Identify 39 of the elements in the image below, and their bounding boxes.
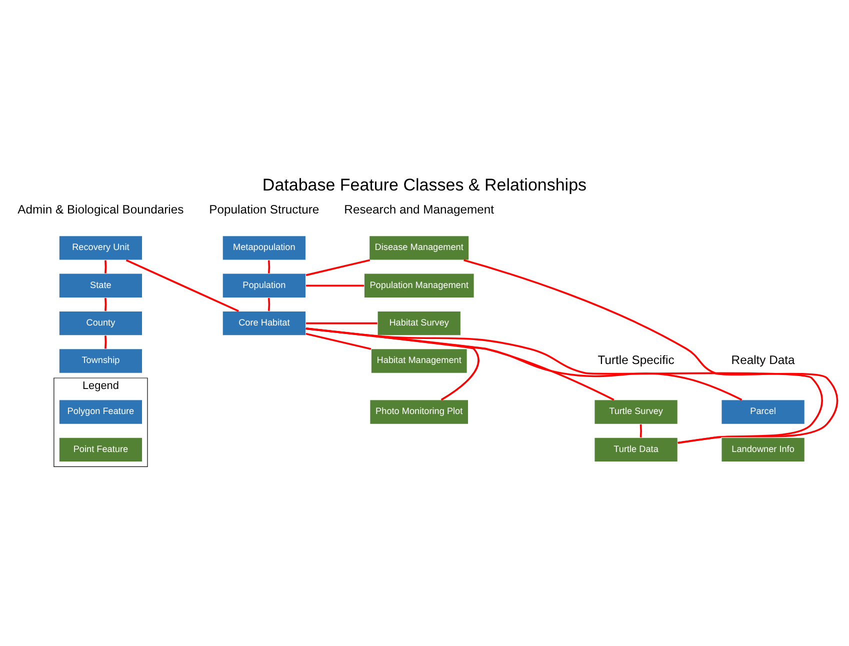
node-box: Photo Monitoring Plot — [370, 400, 469, 424]
connector — [268, 298, 270, 312]
diagram-title: Database Feature Classes & Relationships — [262, 175, 587, 194]
connector — [104, 336, 107, 349]
node-box: Parcel — [721, 400, 805, 424]
label: Population Structure — [209, 202, 320, 216]
node-box: Metapopulation — [222, 236, 306, 260]
connector — [268, 260, 270, 274]
connector — [104, 298, 107, 312]
node-box: County — [58, 310, 143, 336]
node-box: Turtle Survey — [594, 400, 678, 424]
connector — [306, 328, 823, 444]
label: Admin & Biological Boundaries — [18, 202, 184, 216]
node-box: State — [58, 273, 143, 298]
label: Turtle Specific — [598, 353, 674, 368]
connector — [306, 328, 614, 401]
label: Realty Data — [731, 353, 795, 368]
node-box: Polygon Feature — [58, 400, 143, 424]
node-box: Population Management — [364, 273, 474, 298]
connector — [306, 284, 364, 287]
node-box: Population — [222, 273, 306, 298]
connector — [306, 322, 378, 324]
node-box: Habitat Management — [370, 348, 468, 374]
connector — [306, 328, 742, 401]
node-box: Recovery Unit — [58, 236, 143, 260]
label: Research and Management — [344, 202, 494, 216]
connector — [464, 259, 838, 444]
node-box: Point Feature — [58, 437, 143, 462]
connector — [126, 259, 239, 312]
node-box: Habitat Survey — [377, 310, 462, 336]
connector — [640, 424, 642, 438]
node-box: Disease Management — [368, 236, 470, 260]
node-box: Core Habitat — [222, 310, 306, 336]
node-box: Turtle Data — [594, 437, 678, 462]
connector — [104, 260, 107, 274]
node-box: Landowner Info — [721, 437, 805, 462]
connector — [306, 332, 372, 350]
node-box: Township — [58, 348, 143, 374]
connector — [306, 259, 370, 276]
